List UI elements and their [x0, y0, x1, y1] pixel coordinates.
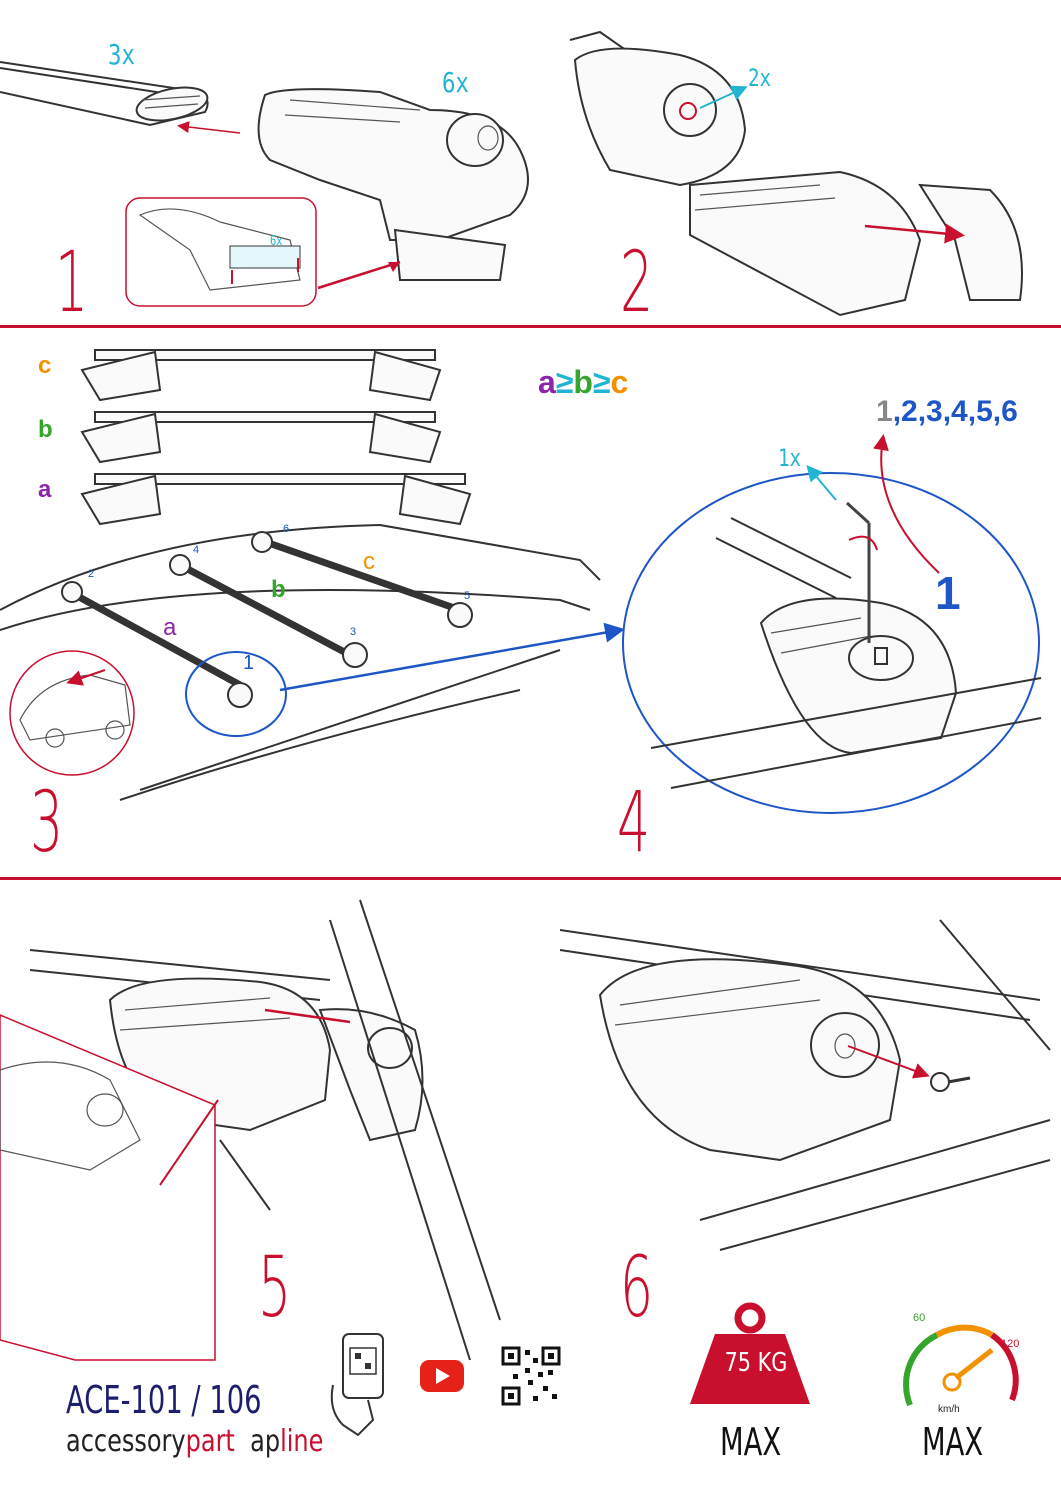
tightening-sequence: 1,2,3,4,5,6 — [876, 395, 1018, 429]
position-1: 1 — [243, 652, 255, 674]
order-b: b — [573, 364, 593, 400]
speed-120-label: 120 — [1001, 1338, 1020, 1350]
sequence-rest: ,2,3,4,5,6 — [892, 395, 1018, 428]
step-5-illustration — [0, 899, 501, 1361]
position-3: 3 — [350, 626, 357, 638]
brand-accessory: accessory — [66, 1424, 186, 1459]
bar-label-c: c — [38, 352, 52, 379]
weight-icon — [690, 1302, 810, 1404]
max-weight-value: 75 KG — [724, 1348, 788, 1378]
step-3-illustration — [0, 349, 625, 801]
model-number: ACE-101 / 106 — [66, 1378, 262, 1422]
brand-part: part — [185, 1424, 235, 1459]
position-6: 6 — [283, 523, 290, 535]
car-bar-label-b: b — [271, 576, 286, 603]
step-1-number: 1 — [55, 233, 89, 331]
bar-b-drawing — [80, 411, 442, 464]
key-quantity: 1x — [778, 444, 802, 472]
lock-quantity: 2x — [748, 64, 772, 92]
brand-line-red: line — [280, 1424, 324, 1459]
max-speed-label: MAX — [922, 1420, 984, 1464]
divider-top — [0, 325, 1061, 328]
order-ge-2: ≥ — [592, 364, 611, 400]
bar-label-a: a — [38, 476, 52, 503]
position-5: 5 — [464, 590, 471, 602]
bar-a-drawing — [80, 473, 472, 526]
step-6-illustration — [559, 919, 1051, 1251]
speed-unit-label: km/h — [938, 1404, 960, 1415]
step-3-number: 3 — [30, 773, 64, 871]
brand-ap: ap — [250, 1424, 281, 1459]
youtube-icon — [420, 1360, 464, 1392]
order-c: c — [610, 364, 629, 400]
bar-order-rule: a≥b≥c — [538, 364, 628, 401]
brand-line: accessorypart apline — [66, 1424, 323, 1459]
car-bar-label-a: a — [163, 614, 177, 641]
step-5-number: 5 — [258, 1238, 292, 1336]
step-2-number: 2 — [620, 233, 654, 331]
order-a: a — [538, 364, 556, 400]
step-4-illustration — [622, 434, 1042, 814]
speedometer-icon — [903, 1324, 1019, 1407]
footer-icons — [330, 1333, 561, 1437]
sequence-first: 1 — [876, 395, 893, 428]
max-weight-label: MAX — [720, 1420, 782, 1464]
step-4-number: 4 — [617, 773, 651, 871]
bar-c-drawing — [80, 349, 442, 402]
position-marker-1: 1 — [935, 567, 961, 619]
bar-quantity: 3x — [108, 38, 135, 71]
pad-quantity: 6x — [270, 234, 283, 249]
speed-60-label: 60 — [913, 1312, 926, 1324]
position-2: 2 — [88, 568, 95, 580]
phone-qr-icon — [330, 1333, 384, 1437]
step-2-illustration — [569, 30, 1023, 317]
divider-middle — [0, 877, 1061, 880]
foot-quantity: 6x — [442, 66, 469, 99]
step-6-number: 6 — [620, 1238, 654, 1336]
order-ge-1: ≥ — [555, 364, 574, 400]
bar-label-b: b — [38, 416, 53, 443]
step-1-illustration — [0, 61, 529, 307]
qr-code-icon — [501, 1346, 561, 1406]
position-4: 4 — [193, 544, 200, 556]
car-bar-label-c: c — [363, 548, 375, 575]
